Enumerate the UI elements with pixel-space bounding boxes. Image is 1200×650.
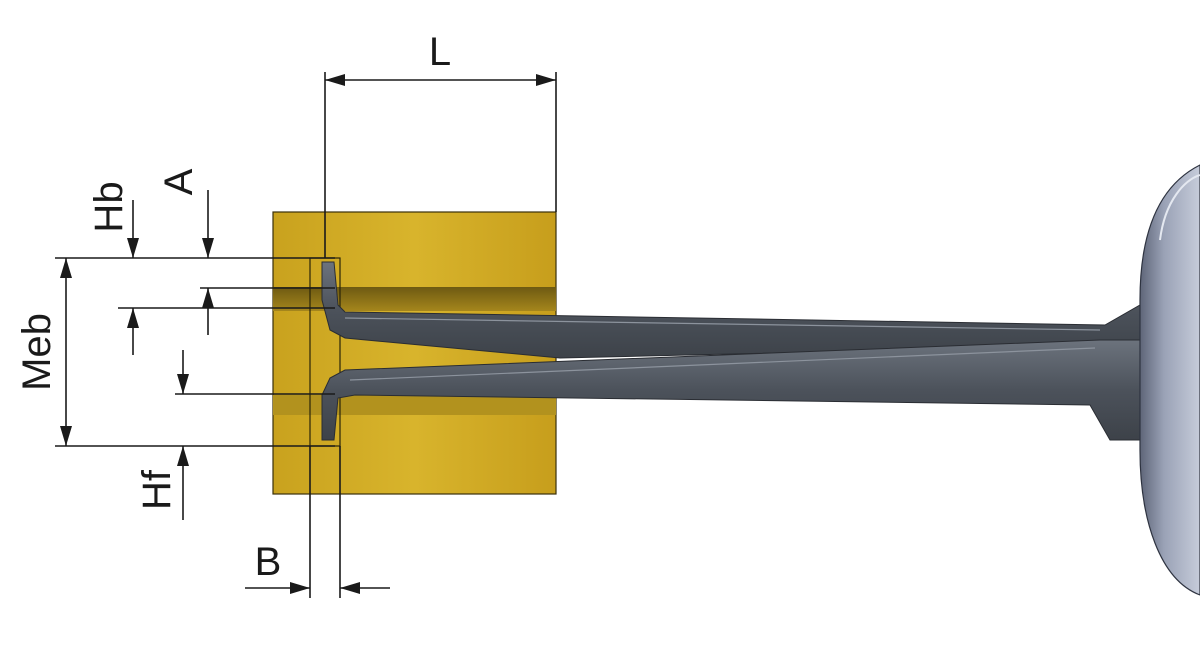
dimension-lines: [55, 72, 557, 598]
label-Hb: Hb: [87, 181, 131, 232]
groove-band-lower: [273, 395, 556, 415]
label-L: L: [429, 30, 451, 74]
label-A: A: [157, 168, 201, 195]
label-Meb: Meb: [15, 313, 59, 391]
label-Hf: Hf: [135, 469, 179, 510]
label-B: B: [255, 540, 282, 584]
groove-band-upper: [273, 287, 556, 311]
dimension-labels: L Hb A Meb Hf B: [15, 30, 451, 584]
gauge-handle: [1139, 164, 1200, 596]
